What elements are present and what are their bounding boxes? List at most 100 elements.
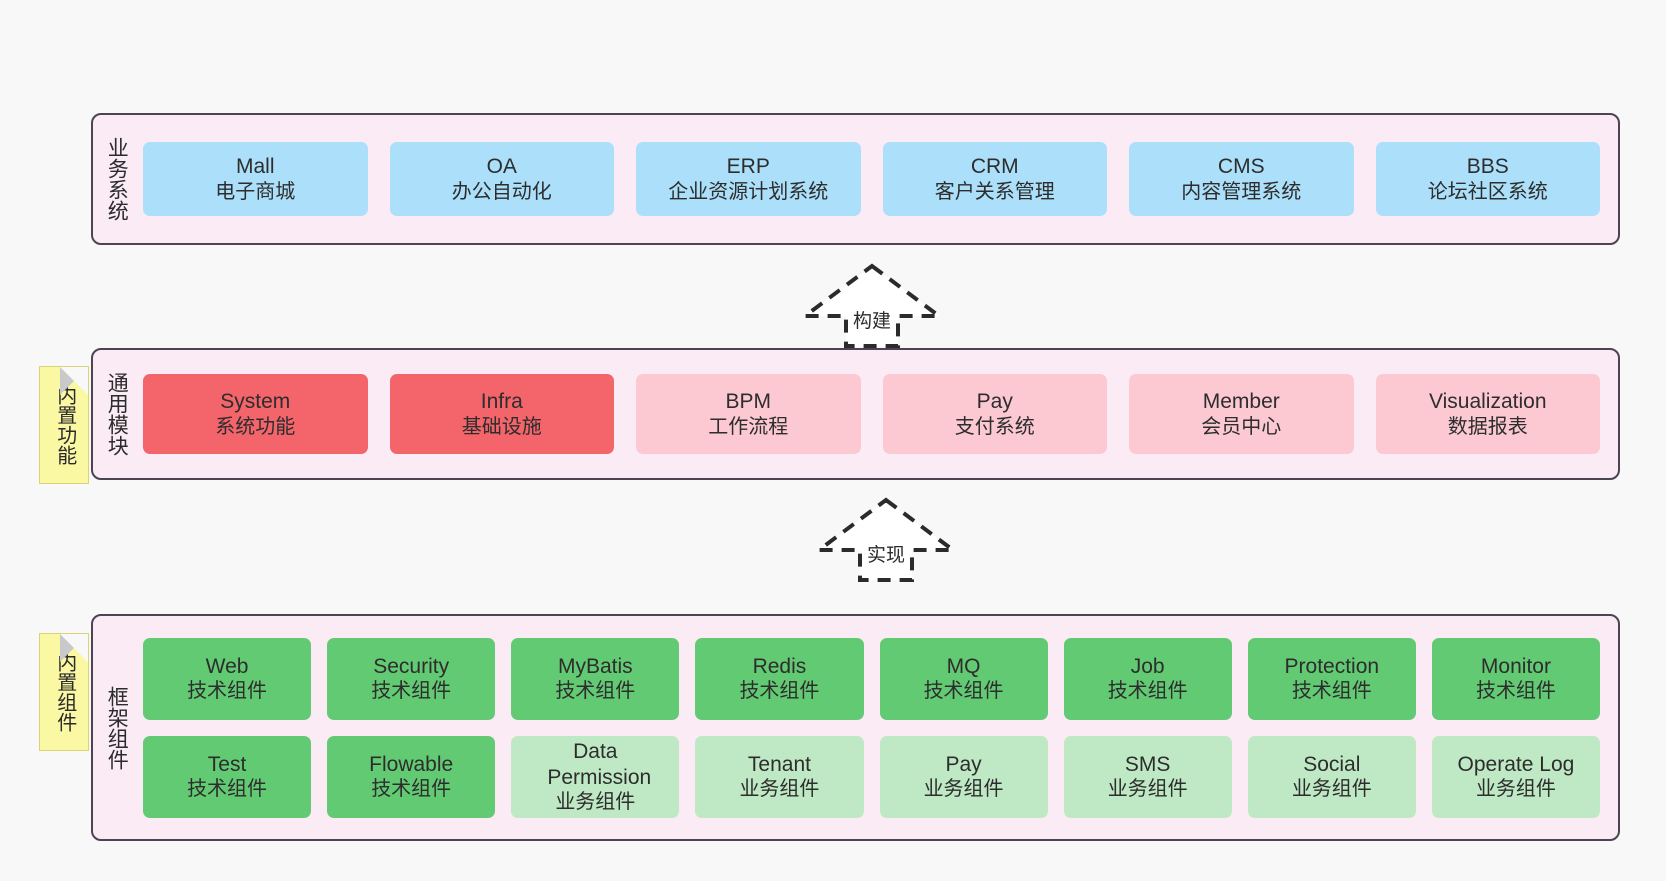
node-crm-subtitle: 客户关系管理 bbox=[934, 180, 1055, 203]
node-visualization-title: Visualization bbox=[1428, 390, 1547, 414]
node-oa-subtitle: 办公自动化 bbox=[451, 180, 552, 203]
node-social[interactable]: Social 业务组件 bbox=[1247, 735, 1416, 818]
node-erp-title: ERP bbox=[726, 155, 770, 179]
node-monitor-title: Monitor bbox=[1480, 654, 1551, 678]
node-mybatis[interactable]: MyBatis 技术组件 bbox=[511, 637, 680, 720]
node-infra[interactable]: Infra 基础设施 bbox=[389, 374, 614, 454]
node-protection-title: Protection bbox=[1284, 654, 1380, 678]
node-mybatis-subtitle: 技术组件 bbox=[555, 680, 636, 703]
node-mq[interactable]: MQ 技术组件 bbox=[879, 637, 1048, 720]
connector-implement-label: 实现 bbox=[866, 545, 906, 566]
node-erp-subtitle: 企业资源计划系统 bbox=[668, 180, 829, 203]
node-visualization[interactable]: Visualization 数据报表 bbox=[1375, 374, 1600, 454]
node-pay-component-subtitle: 业务组件 bbox=[923, 778, 1004, 801]
node-cms-subtitle: 内容管理系统 bbox=[1181, 180, 1302, 203]
connector-implement-arrow bbox=[812, 497, 960, 582]
node-web-subtitle: 技术组件 bbox=[187, 680, 268, 703]
node-flowable[interactable]: Flowable 技术组件 bbox=[327, 735, 496, 818]
node-bpm[interactable]: BPM 工作流程 bbox=[636, 374, 861, 454]
node-security[interactable]: Security 技术组件 bbox=[327, 637, 496, 720]
connector-build-label: 构建 bbox=[852, 311, 892, 332]
node-crm-title: CRM bbox=[970, 155, 1019, 179]
node-mq-title: MQ bbox=[946, 654, 981, 678]
note-builtin-feature: 内置功能 bbox=[39, 366, 89, 484]
layer-framework-component: 框架组件 Web 技术组件 Security 技术组件 MyBatis 技术组件… bbox=[91, 614, 1620, 841]
node-web[interactable]: Web 技术组件 bbox=[143, 637, 312, 720]
node-test-subtitle: 技术组件 bbox=[187, 778, 268, 801]
node-cms-title: CMS bbox=[1217, 155, 1265, 179]
node-tenant[interactable]: Tenant 业务组件 bbox=[695, 735, 864, 818]
node-member[interactable]: Member 会员中心 bbox=[1129, 374, 1354, 454]
connector-implement: 实现 bbox=[812, 496, 960, 582]
note-fold-icon-2 bbox=[60, 634, 88, 662]
node-tenant-title: Tenant bbox=[747, 752, 811, 776]
node-data-permission-title: Data Permission bbox=[547, 740, 652, 789]
note-builtin-component: 内置组件 bbox=[39, 633, 89, 751]
layer-title-framework-component: 框架组件 bbox=[105, 685, 129, 770]
node-bbs-title: BBS bbox=[1466, 155, 1509, 179]
node-web-title: Web bbox=[205, 654, 249, 678]
node-redis[interactable]: Redis 技术组件 bbox=[695, 637, 864, 720]
node-tenant-subtitle: 业务组件 bbox=[739, 778, 820, 801]
layer-business-system: 业务系统 Mall 电子商城 OA 办公自动化 ERP 企业资源计划系统 CRM… bbox=[91, 113, 1620, 245]
node-protection[interactable]: Protection 技术组件 bbox=[1247, 637, 1416, 720]
row-business-components: Test 技术组件 Flowable 技术组件 Data Permission … bbox=[143, 735, 1600, 818]
node-data-permission[interactable]: Data Permission 业务组件 bbox=[511, 735, 680, 818]
node-data-permission-subtitle: 业务组件 bbox=[555, 790, 636, 813]
node-oa[interactable]: OA 办公自动化 bbox=[389, 142, 614, 216]
node-flowable-subtitle: 技术组件 bbox=[371, 778, 452, 801]
node-mall[interactable]: Mall 电子商城 bbox=[143, 142, 368, 216]
node-security-subtitle: 技术组件 bbox=[371, 680, 452, 703]
node-pay-component-title: Pay bbox=[945, 752, 982, 776]
node-redis-subtitle: 技术组件 bbox=[739, 680, 820, 703]
node-monitor[interactable]: Monitor 技术组件 bbox=[1431, 637, 1600, 720]
node-protection-subtitle: 技术组件 bbox=[1291, 680, 1372, 703]
node-test[interactable]: Test 技术组件 bbox=[143, 735, 312, 818]
node-social-title: Social bbox=[1303, 752, 1361, 776]
node-operate-log[interactable]: Operate Log 业务组件 bbox=[1431, 735, 1600, 818]
node-sms-subtitle: 业务组件 bbox=[1107, 778, 1188, 801]
node-cms[interactable]: CMS 内容管理系统 bbox=[1129, 142, 1354, 216]
node-sms-title: SMS bbox=[1124, 752, 1171, 776]
node-bbs[interactable]: BBS 论坛社区系统 bbox=[1375, 142, 1600, 216]
node-crm[interactable]: CRM 客户关系管理 bbox=[882, 142, 1107, 216]
node-sms[interactable]: SMS 业务组件 bbox=[1063, 735, 1232, 818]
node-system-title: System bbox=[220, 390, 291, 414]
node-test-title: Test bbox=[207, 752, 247, 776]
node-pay-module-title: Pay bbox=[976, 390, 1013, 414]
layer-title-business-system: 业务系统 bbox=[105, 137, 129, 221]
note-builtin-feature-label: 内置功能 bbox=[53, 385, 76, 465]
node-system[interactable]: System 系统功能 bbox=[143, 374, 368, 454]
layer-common-module: 通用模块 System 系统功能 Infra 基础设施 BPM 工作流程 Pay… bbox=[91, 348, 1620, 480]
row-common-modules: System 系统功能 Infra 基础设施 BPM 工作流程 Pay 支付系统… bbox=[143, 374, 1600, 454]
node-bbs-subtitle: 论坛社区系统 bbox=[1427, 180, 1548, 203]
node-member-title: Member bbox=[1202, 390, 1280, 414]
node-mq-subtitle: 技术组件 bbox=[923, 680, 1004, 703]
node-job-title: Job bbox=[1130, 654, 1165, 678]
node-pay-component[interactable]: Pay 业务组件 bbox=[879, 735, 1048, 818]
row-technical-components: Web 技术组件 Security 技术组件 MyBatis 技术组件 Redi… bbox=[143, 637, 1600, 720]
node-social-subtitle: 业务组件 bbox=[1291, 778, 1372, 801]
note-fold-icon bbox=[60, 367, 88, 395]
row-business-systems: Mall 电子商城 OA 办公自动化 ERP 企业资源计划系统 CRM 客户关系… bbox=[143, 142, 1600, 216]
node-visualization-subtitle: 数据报表 bbox=[1447, 415, 1528, 438]
node-mall-title: Mall bbox=[235, 155, 275, 179]
node-erp[interactable]: ERP 企业资源计划系统 bbox=[636, 142, 861, 216]
node-bpm-subtitle: 工作流程 bbox=[708, 415, 789, 438]
node-mall-subtitle: 电子商城 bbox=[215, 180, 296, 203]
node-infra-subtitle: 基础设施 bbox=[461, 415, 542, 438]
node-job[interactable]: Job 技术组件 bbox=[1063, 637, 1232, 720]
node-system-subtitle: 系统功能 bbox=[215, 415, 296, 438]
node-pay-module[interactable]: Pay 支付系统 bbox=[882, 374, 1107, 454]
layer-body-business-system: Mall 电子商城 OA 办公自动化 ERP 企业资源计划系统 CRM 客户关系… bbox=[139, 115, 1618, 243]
node-oa-title: OA bbox=[486, 155, 517, 179]
node-redis-title: Redis bbox=[752, 654, 807, 678]
node-pay-module-subtitle: 支付系统 bbox=[954, 415, 1035, 438]
layer-body-framework-component: Web 技术组件 Security 技术组件 MyBatis 技术组件 Redi… bbox=[139, 616, 1618, 839]
note-builtin-component-label: 内置组件 bbox=[53, 652, 76, 732]
connector-build-arrow bbox=[798, 263, 946, 348]
node-flowable-title: Flowable bbox=[369, 752, 454, 776]
connector-build: 构建 bbox=[798, 262, 946, 348]
node-job-subtitle: 技术组件 bbox=[1107, 680, 1188, 703]
